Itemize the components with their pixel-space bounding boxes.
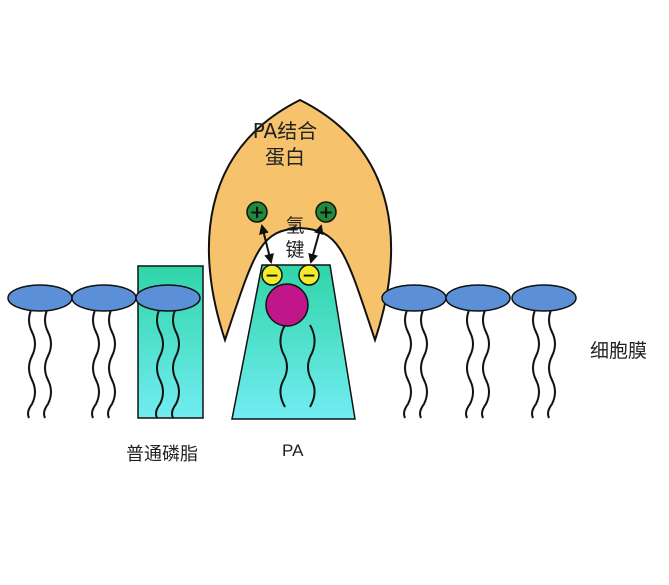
- lipid-head: [445, 284, 511, 312]
- positive-symbol: +: [318, 202, 333, 223]
- positive-symbol: +: [249, 202, 264, 223]
- pa-head: [265, 283, 309, 327]
- negative-charge-left: [261, 264, 283, 286]
- lipid-head: [511, 284, 577, 312]
- normal-phospholipid-label: 普通磷脂: [126, 444, 198, 465]
- pa-binding-protein-label: PA结合 蛋白: [252, 119, 318, 169]
- positive-charge-right: [315, 201, 337, 223]
- negative-charges: − −: [261, 264, 320, 286]
- lipid-head: [135, 284, 201, 312]
- positive-charges: + +: [246, 201, 337, 223]
- lipid-tails: [27, 307, 556, 419]
- lipid-heads: [7, 284, 577, 312]
- hydrogen-bond-label: 氢 键: [285, 215, 305, 261]
- negative-symbol: −: [302, 266, 316, 286]
- lipid-head: [71, 284, 137, 312]
- pa-tails: [279, 324, 316, 408]
- cell-membrane-label: 细胞膜: [590, 340, 648, 362]
- negative-symbol: −: [265, 266, 279, 286]
- pa-label: PA: [282, 441, 304, 460]
- lipid-head: [381, 284, 447, 312]
- positive-charge-left: [246, 201, 268, 223]
- pa-binding-protein-shape: [207, 98, 393, 344]
- lipid-head: [7, 284, 73, 312]
- negative-charge-right: [298, 264, 320, 286]
- hydrogen-bond-arrows: [259, 224, 324, 264]
